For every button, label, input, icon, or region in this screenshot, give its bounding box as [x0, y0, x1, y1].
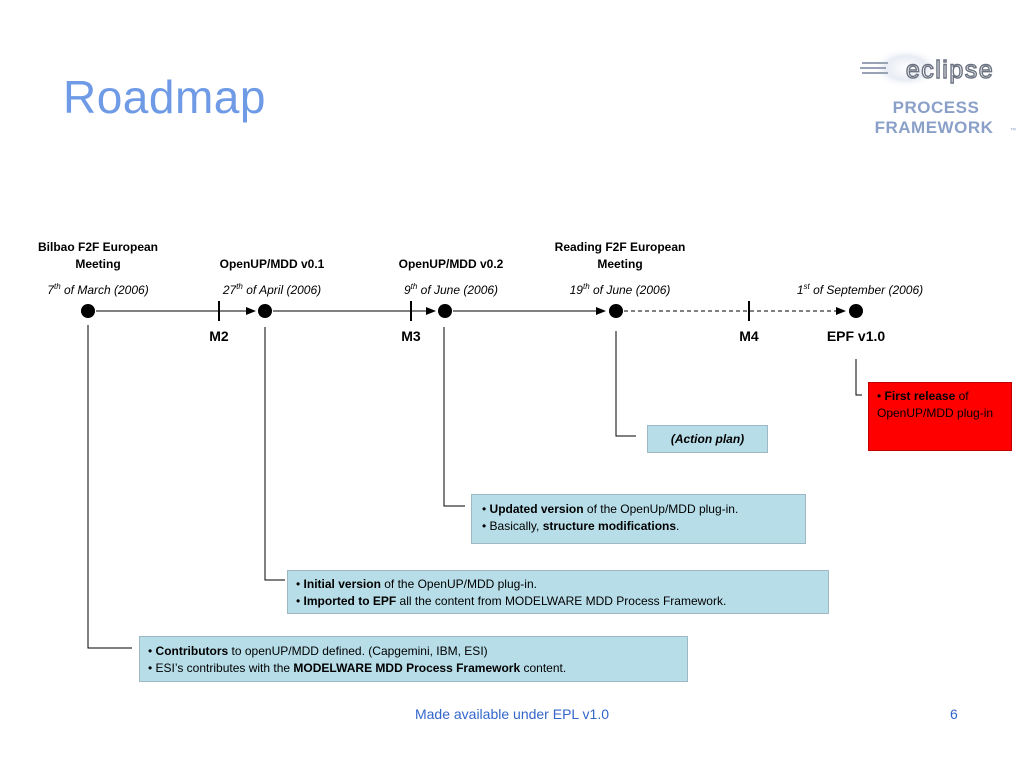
logo-line-1: PROCESS: [893, 98, 980, 117]
milestone-date-3: 9th of June (2006): [403, 282, 499, 297]
milestone-title-4: Reading F2F European Meeting: [554, 240, 686, 271]
eclipse-process-framework-logo: eclipse PROCESS FRAMEWORK ™: [860, 50, 1016, 137]
tick-label-epf: EPF v1.0: [826, 328, 886, 344]
milestone-date-2: 27th of April (2006): [222, 282, 322, 297]
milestone-title-3: OpenUP/MDD v0.2: [398, 257, 504, 271]
bilbao-note-box: • Contributors to openUP/MDD defined. (C…: [139, 636, 688, 682]
release-note-box: • First release of OpenUP/MDD plug-in: [868, 382, 1012, 451]
page-title: Roadmap: [63, 71, 266, 123]
milestone-dot-3: [438, 304, 452, 318]
connector-bilbao: [87, 325, 132, 649]
v01-note-box: • Initial version of the OpenUP/MDD plug…: [287, 570, 829, 614]
milestone-title-1: Bilbao F2F European Meeting: [37, 240, 158, 271]
milestone-dot-5: [849, 304, 863, 318]
milestone-dot-4: [609, 304, 623, 318]
action-plan-box: (Action plan): [647, 425, 768, 453]
tick-label-m2: M2: [209, 328, 229, 344]
v02-note-box: • Updated version of the OpenUp/MDD plug…: [471, 494, 806, 544]
milestone-dot-1: [81, 304, 95, 318]
tick-label-m4: M4: [739, 328, 759, 344]
logo-glow-icon: [872, 50, 940, 88]
page-number: 6: [950, 706, 958, 722]
connector-action: [615, 331, 636, 437]
logo-line-2: FRAMEWORK: [875, 118, 994, 137]
logo-trademark: ™: [1010, 127, 1016, 134]
milestone-date-1: 7th of March (2006): [47, 282, 149, 297]
milestone-date-5: 1st of September (2006): [796, 282, 924, 297]
milestone-date-4: 19th of June (2006): [569, 282, 671, 297]
footer-text: Made available under EPL v1.0: [414, 706, 610, 722]
connector-release: [855, 359, 862, 396]
milestone-dot-2: [258, 304, 272, 318]
connector-v02: [443, 327, 465, 507]
connector-v01: [264, 327, 285, 581]
logo-wordmark: eclipse: [906, 56, 994, 84]
tick-label-m3: M3: [401, 328, 421, 344]
milestone-title-2: OpenUP/MDD v0.1: [219, 257, 325, 271]
